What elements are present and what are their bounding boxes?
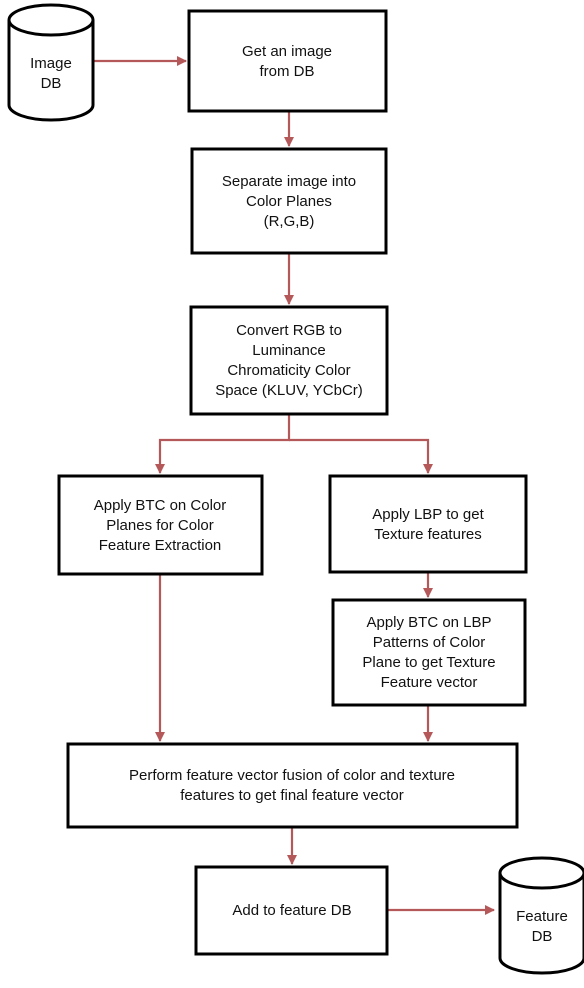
label-line: Apply BTC on LBP — [366, 614, 491, 631]
label-line: Convert RGB to — [236, 322, 342, 339]
label-line: Feature — [516, 908, 568, 925]
label-line: Feature vector — [381, 674, 478, 691]
label-line: from DB — [259, 63, 314, 80]
get-image-label: Get an image from DB — [242, 43, 332, 80]
label-line: DB — [41, 75, 62, 92]
label-line: features to get final feature vector — [180, 787, 403, 804]
label-line: (R,G,B) — [264, 213, 315, 230]
label-line: DB — [532, 928, 553, 945]
add-feature-db-step: Add to feature DB — [194, 865, 389, 956]
label-line: Planes for Color — [106, 517, 214, 534]
label-line: Chromaticity Color — [227, 362, 350, 379]
label-line: Image — [30, 55, 72, 72]
label-line: Perform feature vector fusion of color a… — [129, 767, 455, 784]
label-line: Separate image into — [222, 173, 356, 190]
label-line: Feature Extraction — [99, 537, 222, 554]
label-line: Color Planes — [246, 193, 332, 210]
label-line: Space (KLUV, YCbCr) — [215, 382, 363, 399]
label-line: Texture features — [374, 526, 482, 543]
label-line: Apply BTC on Color — [94, 497, 227, 514]
label-line: Patterns of Color — [373, 634, 486, 651]
label-line: Plane to get Texture — [362, 654, 495, 671]
fusion-step: Perform feature vector fusion of color a… — [66, 742, 519, 829]
label-line: Luminance — [252, 342, 325, 359]
fusion-label: Perform feature vector fusion of color a… — [129, 767, 455, 804]
label-line: Get an image — [242, 43, 332, 60]
add-feature-db-label: Add to feature DB — [232, 902, 351, 919]
connectors — [94, 56, 495, 915]
get-image-step: Get an image from DB — [187, 9, 388, 113]
label-line: Add to feature DB — [232, 902, 351, 919]
arrow-convert-to-btc-color — [155, 414, 291, 474]
label-line: Apply LBP to get — [372, 506, 484, 523]
arrow-convert-to-lbp — [289, 438, 433, 474]
